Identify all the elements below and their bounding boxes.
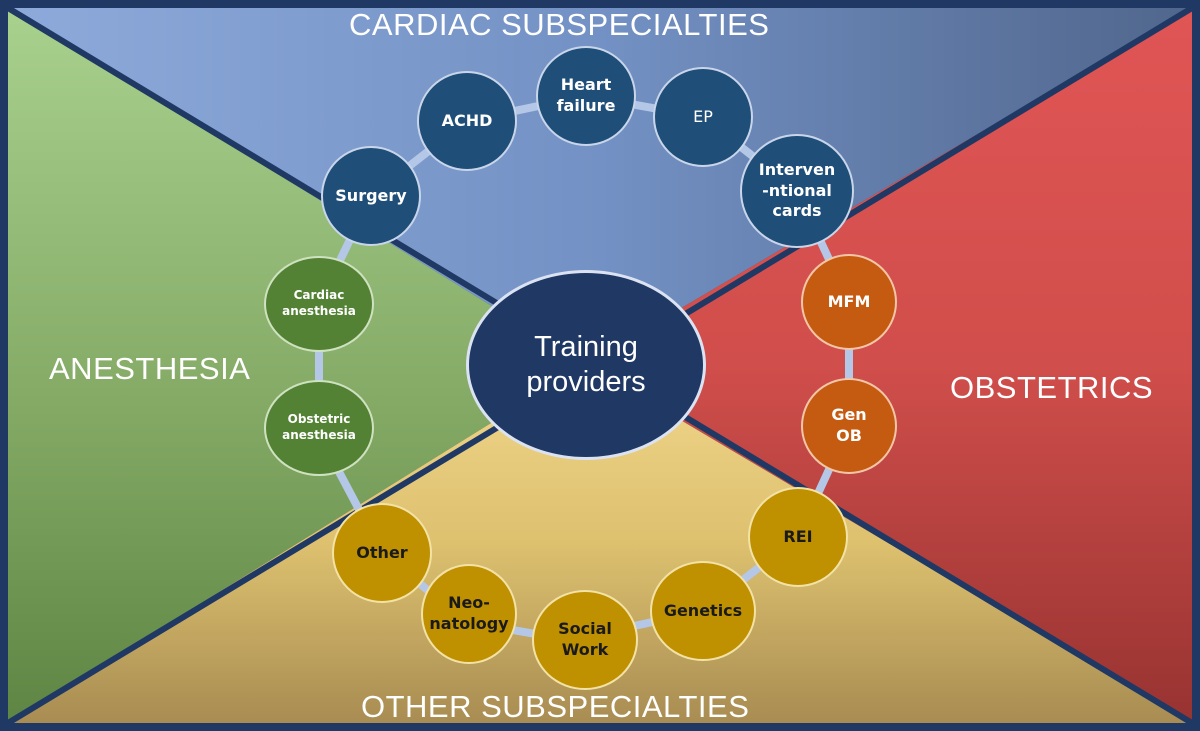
node-other: Other bbox=[332, 503, 432, 603]
obstetrics-region-title: OBSTETRICS bbox=[950, 370, 1154, 405]
node-interventional-cards: Interven -ntional cards bbox=[740, 134, 854, 248]
cardiac-region-title: CARDIAC SUBSPECIALTIES bbox=[349, 7, 770, 42]
node-gen-ob: Gen OB bbox=[801, 378, 897, 474]
node-surgery: Surgery bbox=[321, 146, 421, 246]
node-achd: ACHD bbox=[417, 71, 517, 171]
node-social-work: Social Work bbox=[532, 590, 638, 690]
obstetrics-region bbox=[586, 8, 1192, 723]
node-obstetric-anesthesia: Obstetric anesthesia bbox=[264, 380, 374, 476]
cardiac-region bbox=[8, 8, 1192, 364]
anesthesia-region bbox=[8, 8, 586, 723]
node-mfm: MFM bbox=[801, 254, 897, 350]
node-ep: EP bbox=[653, 67, 753, 167]
node-cardiac-anesthesia: Cardiac anesthesia bbox=[264, 256, 374, 352]
center-training-providers: Training providers bbox=[466, 270, 706, 460]
other-region-title: OTHER SUBSPECIALTIES bbox=[361, 689, 750, 724]
node-heart-failure: Heart failure bbox=[536, 46, 636, 146]
node-rei: REI bbox=[748, 487, 848, 587]
node-genetics: Genetics bbox=[650, 561, 756, 661]
other-region bbox=[8, 364, 1192, 723]
anesthesia-region-title: ANESTHESIA bbox=[49, 351, 251, 386]
node-neonatology: Neo- natology bbox=[421, 564, 517, 664]
